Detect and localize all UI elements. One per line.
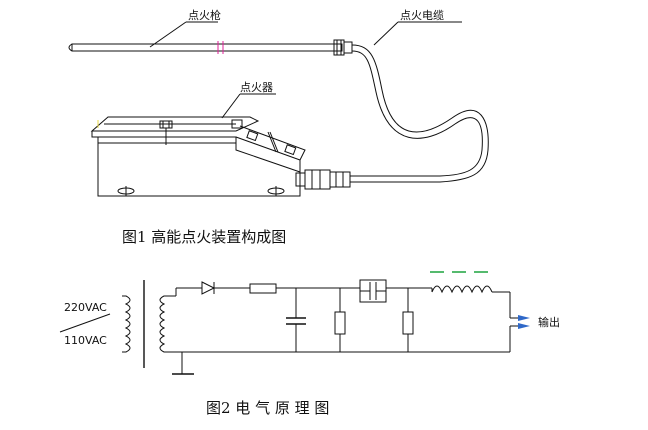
input-selector-slash — [59, 313, 111, 333]
igniter-box — [90, 116, 306, 197]
secondary-circuit — [172, 271, 530, 375]
diode — [201, 281, 216, 295]
input-label-220vac: 220VAC — [64, 301, 107, 314]
transformer — [122, 280, 176, 368]
shunt-resistor-2 — [402, 288, 414, 352]
callout-ignition-gun: 点火枪 — [188, 8, 221, 22]
series-resistor — [249, 283, 277, 294]
input-label-110vac: 110VAC — [64, 334, 107, 347]
leader-cable — [373, 21, 399, 46]
output-label: 输出 — [538, 315, 560, 329]
filter-capacitor — [286, 288, 306, 352]
ignition-gun — [68, 39, 353, 56]
ignition-cable — [295, 44, 489, 190]
choke-inductor — [430, 271, 510, 294]
output-arrows — [510, 315, 530, 329]
callout-ignition-cable: 点火电缆 — [400, 9, 444, 22]
callout-igniter: 点火器 — [240, 81, 273, 94]
leader-igniter — [221, 93, 241, 119]
figure-2-caption: 图2 电 气 原 理 图 — [206, 399, 329, 417]
figure-1-caption: 图1 高能点火装置构成图 — [122, 228, 286, 246]
figure-1: 点火枪 点火电缆 点火器 图1 高能点火装置构成图 — [68, 8, 489, 246]
leader-gun — [149, 21, 187, 48]
ground-symbol — [172, 352, 194, 375]
discharge-tube — [359, 279, 387, 303]
figure-2: 220VAC 110VAC — [59, 271, 560, 417]
shunt-resistor-1 — [334, 288, 346, 352]
